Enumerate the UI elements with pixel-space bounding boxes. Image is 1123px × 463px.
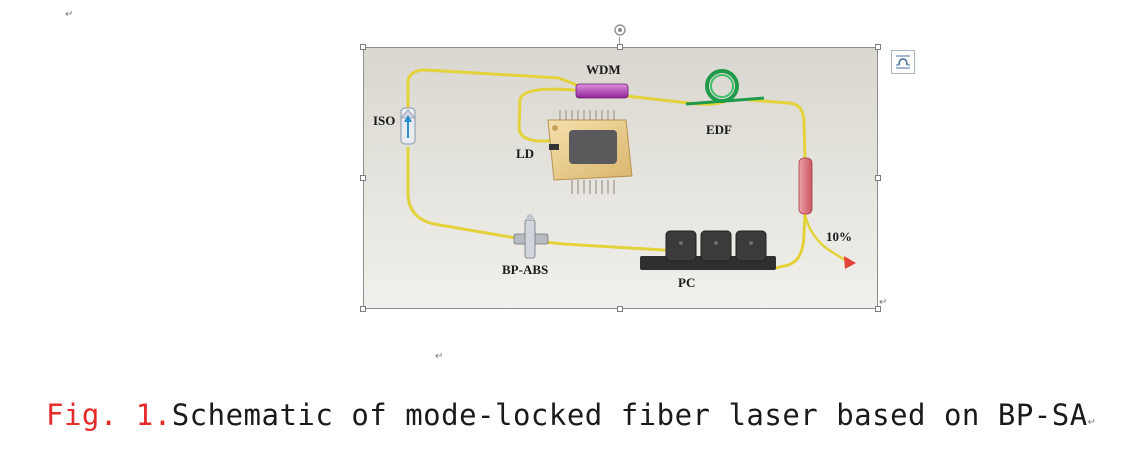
resize-handle-bottom[interactable] [617, 306, 623, 312]
paragraph-mark: ↵ [879, 297, 888, 308]
bp-abs-connector [513, 214, 549, 259]
resize-handle-bottom-left[interactable] [360, 306, 366, 312]
paragraph-mark: ↵ [1087, 417, 1097, 428]
coupler-ratio-label: 10% [826, 229, 852, 244]
resize-handle-top[interactable] [617, 44, 623, 50]
resize-handle-top-right[interactable] [875, 44, 881, 50]
bp-abs-label: BP-ABS [502, 262, 548, 277]
iso-isolator [400, 107, 416, 145]
caption-text: Schematic of mode-locked fiber laser bas… [171, 398, 1088, 432]
edf-label: EDF [706, 122, 732, 137]
layout-options-button[interactable] [891, 50, 915, 74]
output-coupler [798, 157, 813, 215]
rotate-icon[interactable] [613, 23, 627, 37]
paragraph-mark: ↵ [65, 9, 74, 20]
edf-coil [685, 69, 765, 106]
layout-options-icon [896, 55, 910, 69]
iso-label: ISO [373, 113, 395, 128]
laser-schematic-diagram: WDM EDF ISO [364, 48, 877, 308]
figure-image[interactable]: WDM EDF ISO [363, 47, 878, 309]
wdm-component [575, 83, 629, 99]
resize-handle-top-left[interactable] [360, 44, 366, 50]
polarization-controller [640, 230, 776, 270]
resize-handle-right[interactable] [875, 175, 881, 181]
wdm-label: WDM [586, 62, 621, 77]
paragraph-mark: ↵ [435, 351, 444, 362]
output-fiber [803, 211, 850, 264]
pc-label: PC [678, 275, 695, 290]
resize-handle-left[interactable] [360, 175, 366, 181]
output-arrow [844, 256, 856, 269]
laser-diode [547, 110, 633, 194]
ld-label: LD [516, 146, 534, 161]
figure-caption: Fig. 1.Schematic of mode-locked fiber la… [46, 398, 1097, 432]
resize-handle-bottom-right[interactable] [875, 306, 881, 312]
caption-label: Fig. 1. [46, 398, 172, 432]
rotate-handle-stem [619, 37, 620, 46]
